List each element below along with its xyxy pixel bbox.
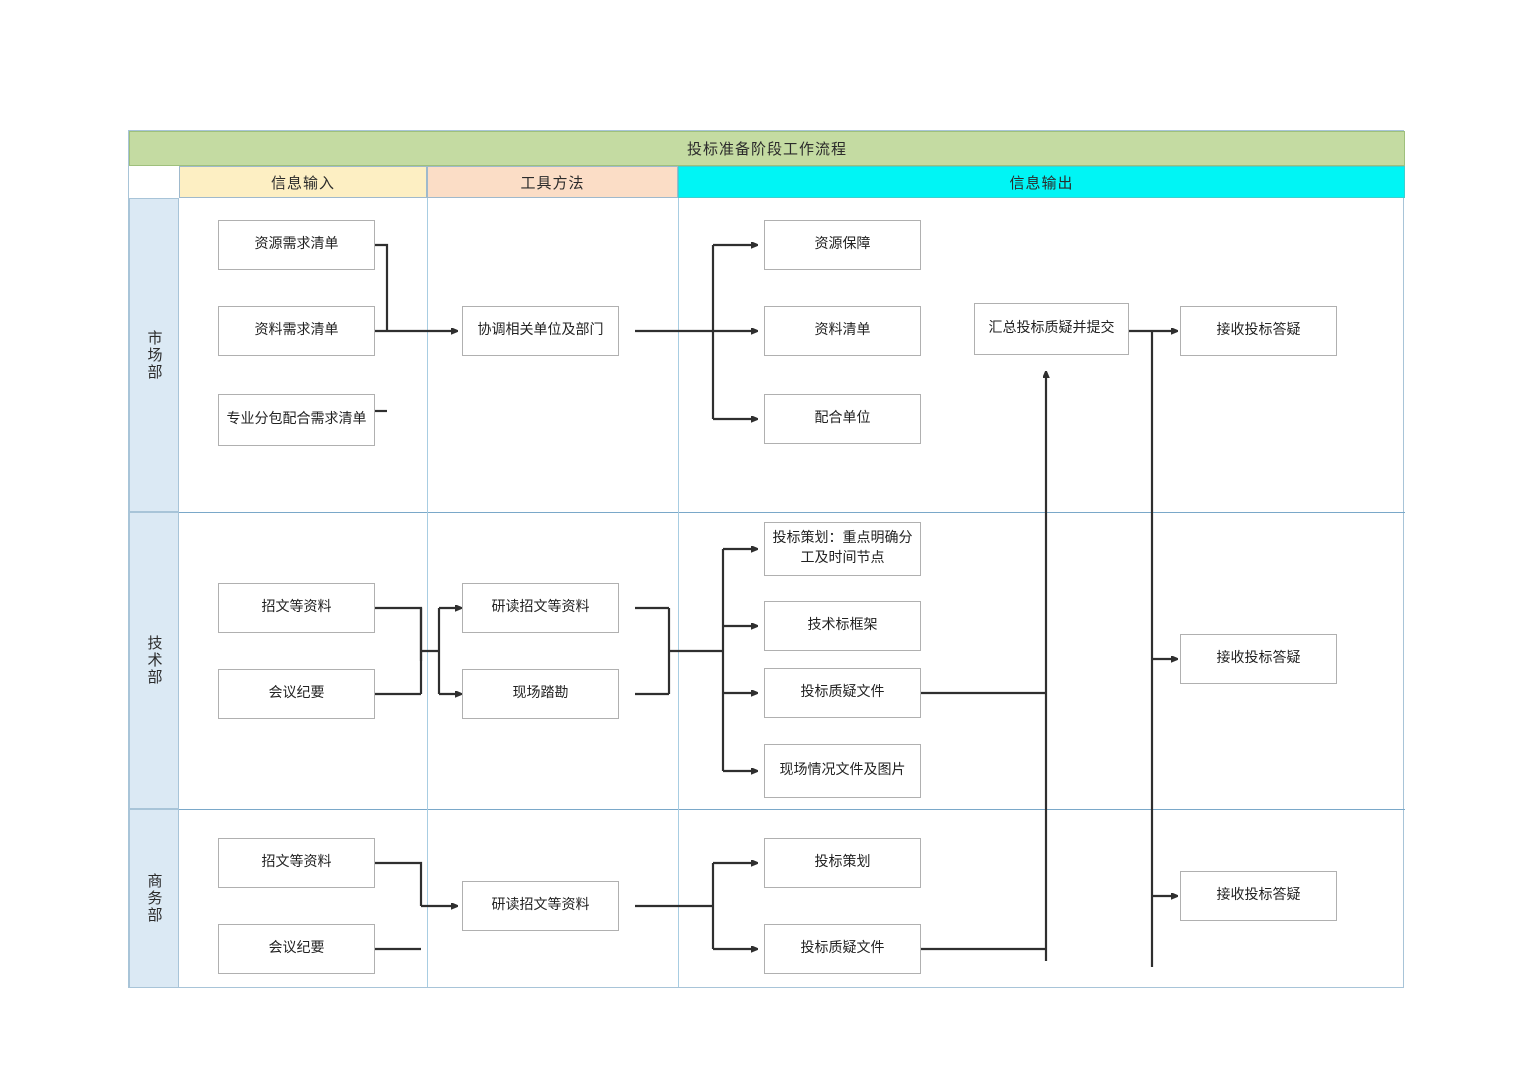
- node-technical-bid-framework[interactable]: 技术标框架: [764, 601, 921, 651]
- column-header-tools: 工具方法: [427, 166, 678, 198]
- node-resource-requirement-list[interactable]: 资源需求清单: [218, 220, 375, 270]
- lane-divider: [179, 809, 1405, 810]
- swimlane-label-text: 商务部: [145, 873, 162, 924]
- swimlane-label-market: 市场部: [129, 198, 179, 512]
- node-subcontract-requirement-list[interactable]: 专业分包配合需求清单: [218, 394, 375, 446]
- node-bid-query-document-commercial[interactable]: 投标质疑文件: [764, 924, 921, 974]
- node-tender-documents-commercial[interactable]: 招文等资料: [218, 838, 375, 888]
- node-study-tender-documents-commercial[interactable]: 研读招文等资料: [462, 881, 619, 931]
- node-bid-planning-commercial[interactable]: 投标策划: [764, 838, 921, 888]
- swimlane-label-text: 市场部: [145, 329, 162, 381]
- node-bid-query-document-technical[interactable]: 投标质疑文件: [764, 668, 921, 718]
- node-receive-bid-clarification-market[interactable]: 接收投标答疑: [1180, 306, 1337, 356]
- node-material-list[interactable]: 资料清单: [764, 306, 921, 356]
- node-site-survey[interactable]: 现场踏勘: [462, 669, 619, 719]
- node-meeting-minutes-technical[interactable]: 会议纪要: [218, 669, 375, 719]
- column-divider: [427, 198, 428, 987]
- column-header-input: 信息输入: [179, 166, 427, 198]
- node-resource-guarantee[interactable]: 资源保障: [764, 220, 921, 270]
- column-header-output: 信息输出: [678, 166, 1405, 198]
- flowchart-frame: 投标准备阶段工作流程 信息输入 工具方法 信息输出 市场部 技术部 商务部: [128, 130, 1405, 988]
- swimlane-label-text: 技术部: [145, 635, 162, 686]
- node-bid-planning-detail[interactable]: 投标策划：重点明确分工及时间节点: [764, 522, 921, 576]
- node-receive-bid-clarification-technical[interactable]: 接收投标答疑: [1180, 634, 1337, 684]
- node-tender-documents-technical[interactable]: 招文等资料: [218, 583, 375, 633]
- chart-title: 投标准备阶段工作流程: [129, 131, 1405, 166]
- swimlane-label-commercial: 商务部: [129, 809, 179, 988]
- swimlane-label-technical: 技术部: [129, 512, 179, 809]
- node-cooperating-units[interactable]: 配合单位: [764, 394, 921, 444]
- node-summarize-submit-queries[interactable]: 汇总投标质疑并提交: [974, 303, 1129, 355]
- node-receive-bid-clarification-commercial[interactable]: 接收投标答疑: [1180, 871, 1337, 921]
- node-material-requirement-list[interactable]: 资料需求清单: [218, 306, 375, 356]
- node-meeting-minutes-commercial[interactable]: 会议纪要: [218, 924, 375, 974]
- node-site-condition-files-photos[interactable]: 现场情况文件及图片: [764, 744, 921, 798]
- column-divider: [678, 198, 679, 987]
- lane-divider: [179, 512, 1405, 513]
- node-coordinate-units-departments[interactable]: 协调相关单位及部门: [462, 306, 619, 356]
- node-study-tender-documents-technical[interactable]: 研读招文等资料: [462, 583, 619, 633]
